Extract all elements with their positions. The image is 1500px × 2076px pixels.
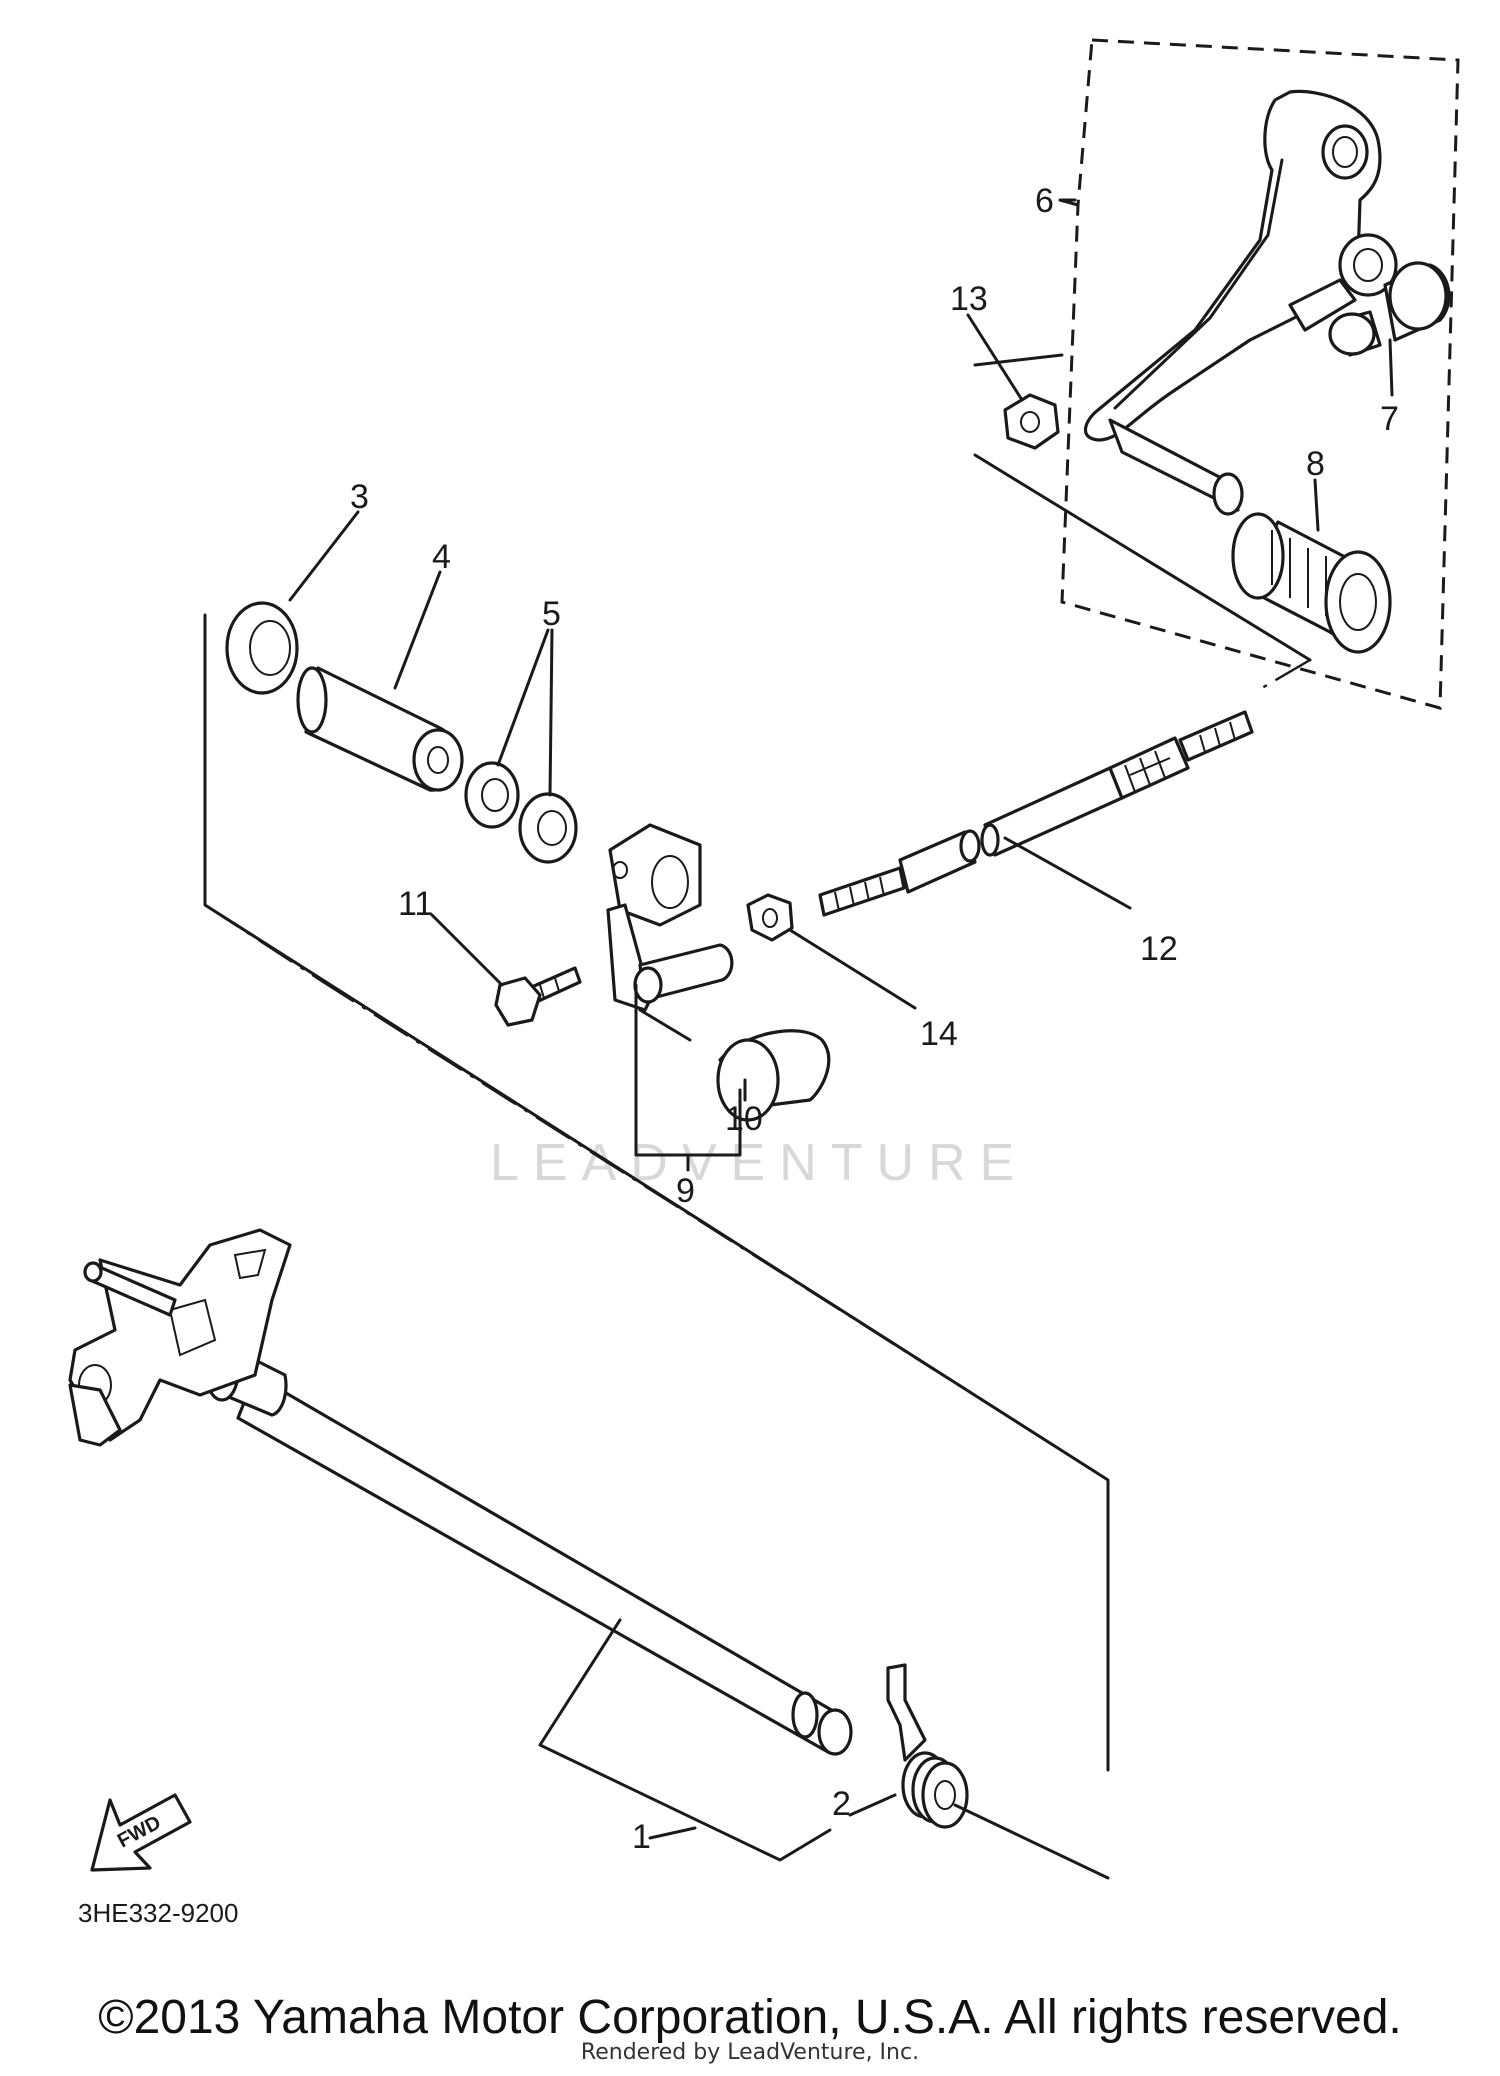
callout-12: 12 (1140, 930, 1178, 968)
callout-14: 14 (920, 1015, 958, 1053)
nut-13 (1003, 393, 1060, 450)
callout-11: 11 (398, 885, 433, 923)
callout-7: 7 (1380, 400, 1399, 438)
ball-joint (716, 1029, 831, 1122)
diagram-code: 3HE332-9200 (78, 1898, 238, 1928)
callout-10: 10 (725, 1100, 763, 1138)
rendered-by-notice: Rendered by LeadVenture, Inc. (580, 2040, 920, 2065)
torsion-spring (886, 1663, 969, 1829)
callout-1: 1 (632, 1818, 651, 1856)
assembly-lines (203, 353, 1312, 1880)
collar (296, 666, 464, 792)
fwd-arrow: FWD (90, 1793, 192, 1872)
shift-arm (606, 823, 734, 1012)
watermark-text: LEADVENTURE (490, 1134, 1028, 1192)
bolt (494, 966, 582, 1027)
callout-13: 13 (950, 280, 988, 318)
footpeg-rubber (1231, 512, 1392, 654)
shift-shaft (68, 1228, 853, 1756)
nut-14 (746, 893, 794, 942)
callout-5: 5 (542, 595, 561, 633)
pivot-pin (1328, 261, 1451, 357)
callout-8: 8 (1306, 445, 1325, 483)
callout-4: 4 (432, 538, 451, 576)
callout-3: 3 (350, 478, 369, 516)
copyright-notice: ©2013 Yamaha Motor Corporation, U.S.A. A… (98, 1991, 1402, 2044)
bearings (464, 761, 578, 864)
callout-9: 9 (676, 1172, 695, 1210)
shift-rod (818, 710, 1254, 917)
oil-seal (225, 601, 299, 695)
callout-6: 6 (1035, 182, 1054, 220)
leader-lines (288, 198, 1394, 1862)
shift-pedal (1084, 89, 1398, 516)
pedal-assembly-box (1058, 38, 1460, 710)
callout-2: 2 (832, 1785, 851, 1823)
